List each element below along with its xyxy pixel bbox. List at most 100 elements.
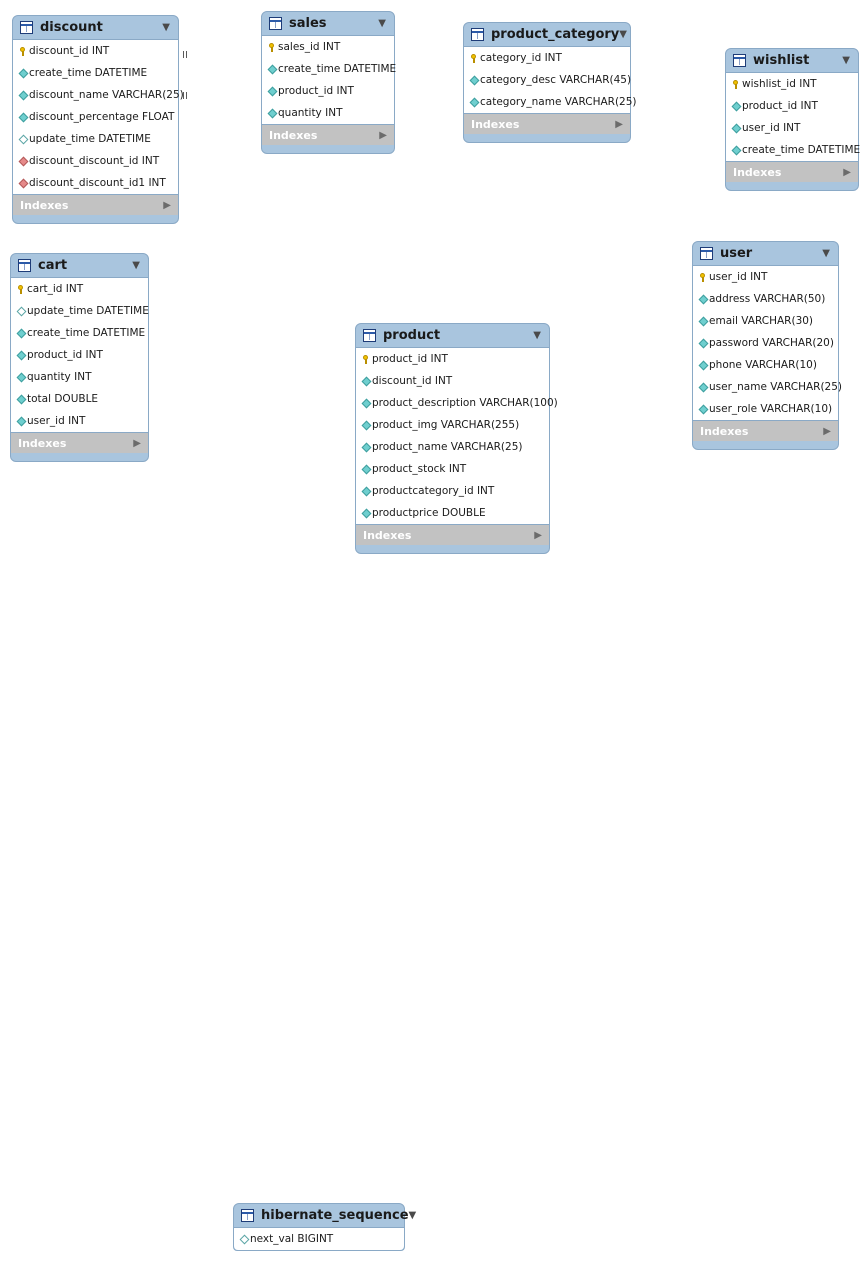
column-row[interactable]: product_stock INT bbox=[356, 458, 549, 480]
relationship-mark: II bbox=[182, 50, 188, 61]
indexes-section[interactable]: Indexes ▶ bbox=[262, 125, 394, 145]
table-header[interactable]: product ▼ bbox=[356, 324, 549, 347]
collapse-toggle-icon[interactable]: ▼ bbox=[378, 18, 386, 29]
column-row[interactable]: password VARCHAR(20) bbox=[693, 332, 838, 354]
column-row[interactable]: sales_id INT bbox=[262, 36, 394, 58]
column-row[interactable]: address VARCHAR(50) bbox=[693, 288, 838, 310]
column-row[interactable]: productcategory_id INT bbox=[356, 480, 549, 502]
column-label: product_description VARCHAR(100) bbox=[372, 397, 558, 409]
table-title: product bbox=[383, 328, 441, 343]
table-product-category[interactable]: product_category ▼ category_id INT categ… bbox=[463, 22, 637, 143]
column-row[interactable]: productprice DOUBLE bbox=[356, 502, 549, 524]
column-row[interactable]: product_id INT bbox=[726, 95, 858, 117]
column-row[interactable]: user_name VARCHAR(25) bbox=[693, 376, 842, 398]
column-row[interactable]: create_time DATETIME bbox=[262, 58, 396, 80]
table-icon bbox=[241, 1209, 254, 1222]
not-null-column-icon bbox=[18, 112, 29, 122]
column-row[interactable]: product_img VARCHAR(255) bbox=[356, 414, 549, 436]
table-user[interactable]: user ▼ user_id INT address VARCHAR(50) e… bbox=[692, 241, 842, 450]
table-header[interactable]: wishlist ▼ bbox=[726, 49, 858, 72]
collapse-toggle-icon[interactable]: ▼ bbox=[132, 260, 140, 271]
collapse-toggle-icon[interactable]: ▼ bbox=[533, 330, 541, 341]
table-title: wishlist bbox=[753, 53, 810, 68]
column-row[interactable]: user_role VARCHAR(10) bbox=[693, 398, 838, 420]
collapse-toggle-icon[interactable]: ▼ bbox=[619, 29, 627, 40]
expand-arrow-icon[interactable]: ▶ bbox=[379, 129, 387, 141]
indexes-section[interactable]: Indexes ▶ bbox=[693, 421, 838, 441]
collapse-toggle-icon[interactable]: ▼ bbox=[408, 1210, 417, 1221]
column-row[interactable]: discount_discount_id INT bbox=[13, 150, 178, 172]
table-header[interactable]: sales ▼ bbox=[262, 12, 394, 35]
table-cart[interactable]: cart ▼ cart_id INT update_time DATETIME … bbox=[10, 253, 149, 462]
table-header[interactable]: user ▼ bbox=[693, 242, 838, 265]
column-row[interactable]: category_name VARCHAR(25) bbox=[464, 91, 637, 113]
table-title: cart bbox=[38, 258, 68, 273]
column-row[interactable]: next_val BIGINT bbox=[234, 1228, 404, 1250]
column-row[interactable]: create_time DATETIME bbox=[13, 62, 178, 84]
indexes-section[interactable]: Indexes ▶ bbox=[356, 525, 549, 545]
table-product[interactable]: product ▼ product_id INT discount_id INT… bbox=[355, 323, 558, 554]
column-row[interactable]: category_desc VARCHAR(45) bbox=[464, 69, 631, 91]
column-row[interactable]: product_description VARCHAR(100) bbox=[356, 392, 558, 414]
column-row[interactable]: total DOUBLE bbox=[11, 388, 148, 410]
collapse-toggle-icon[interactable]: ▼ bbox=[162, 22, 170, 33]
table-header[interactable]: cart ▼ bbox=[11, 254, 148, 277]
column-row[interactable]: product_id INT bbox=[262, 80, 394, 102]
indexes-section[interactable]: Indexes ▶ bbox=[464, 114, 630, 134]
column-label: discount_id INT bbox=[29, 45, 110, 57]
column-label: update_time DATETIME bbox=[29, 133, 151, 145]
column-row[interactable]: user_id INT bbox=[11, 410, 148, 432]
table-discount[interactable]: discount ▼ discount_id INT create_time D… bbox=[12, 15, 184, 224]
expand-arrow-icon[interactable]: ▶ bbox=[133, 437, 141, 449]
column-row[interactable]: wishlist_id INT bbox=[726, 73, 858, 95]
table-header[interactable]: product_category ▼ bbox=[464, 23, 630, 46]
expand-arrow-icon[interactable]: ▶ bbox=[823, 425, 831, 437]
column-row[interactable]: create_time DATETIME bbox=[11, 322, 148, 344]
expand-arrow-icon[interactable]: ▶ bbox=[615, 118, 623, 130]
column-row[interactable]: product_id INT bbox=[11, 344, 148, 366]
column-row[interactable]: create_time DATETIME bbox=[726, 139, 860, 161]
indexes-section[interactable]: Indexes ▶ bbox=[13, 195, 178, 215]
column-list: wishlist_id INT product_id INT user_id I… bbox=[726, 72, 860, 162]
column-row[interactable]: phone VARCHAR(10) bbox=[693, 354, 838, 376]
column-row[interactable]: update_time DATETIME bbox=[13, 128, 178, 150]
table-sales[interactable]: sales ▼ sales_id INT create_time DATETIM… bbox=[261, 11, 396, 154]
column-row[interactable]: email VARCHAR(30) bbox=[693, 310, 838, 332]
column-list: user_id INT address VARCHAR(50) email VA… bbox=[693, 265, 842, 421]
column-row[interactable]: discount_id INT bbox=[13, 40, 178, 62]
expand-arrow-icon[interactable]: ▶ bbox=[843, 166, 851, 178]
column-row[interactable]: user_id INT bbox=[726, 117, 858, 139]
not-null-column-icon bbox=[731, 123, 742, 133]
indexes-label: Indexes bbox=[269, 128, 318, 142]
column-row[interactable]: user_id INT bbox=[693, 266, 838, 288]
table-icon bbox=[471, 28, 484, 41]
column-row[interactable]: discount_name VARCHAR(25) bbox=[13, 84, 184, 106]
indexes-section[interactable]: Indexes ▶ bbox=[726, 162, 858, 182]
column-row[interactable]: discount_percentage FLOAT bbox=[13, 106, 178, 128]
column-row[interactable]: category_id INT bbox=[464, 47, 630, 69]
not-null-column-icon bbox=[469, 97, 480, 107]
column-row[interactable]: discount_id INT bbox=[356, 370, 549, 392]
column-row[interactable]: product_name VARCHAR(25) bbox=[356, 436, 549, 458]
collapse-toggle-icon[interactable]: ▼ bbox=[822, 248, 830, 259]
expand-arrow-icon[interactable]: ▶ bbox=[534, 529, 542, 541]
table-wishlist[interactable]: wishlist ▼ wishlist_id INT product_id IN… bbox=[725, 48, 860, 191]
expand-arrow-icon[interactable]: ▶ bbox=[163, 199, 171, 211]
indexes-label: Indexes bbox=[733, 165, 782, 179]
column-row[interactable]: discount_discount_id1 INT bbox=[13, 172, 178, 194]
column-label: create_time DATETIME bbox=[29, 67, 148, 79]
column-label: email VARCHAR(30) bbox=[709, 315, 814, 327]
column-label: product_id INT bbox=[742, 100, 818, 112]
table-hibernate-sequence[interactable]: hibernate_sequence ▼ next_val BIGINT bbox=[233, 1203, 416, 1251]
column-row[interactable]: quantity INT bbox=[262, 102, 394, 124]
collapse-toggle-icon[interactable]: ▼ bbox=[842, 55, 850, 66]
not-null-column-icon bbox=[18, 68, 29, 78]
column-row[interactable]: update_time DATETIME bbox=[11, 300, 149, 322]
column-row[interactable]: quantity INT bbox=[11, 366, 148, 388]
indexes-section[interactable]: Indexes ▶ bbox=[11, 433, 148, 453]
column-row[interactable]: product_id INT bbox=[356, 348, 549, 370]
table-header[interactable]: hibernate_sequence ▼ bbox=[234, 1204, 416, 1227]
primary-key-icon bbox=[16, 284, 27, 294]
column-row[interactable]: cart_id INT bbox=[11, 278, 148, 300]
table-header[interactable]: discount ▼ bbox=[13, 16, 178, 39]
